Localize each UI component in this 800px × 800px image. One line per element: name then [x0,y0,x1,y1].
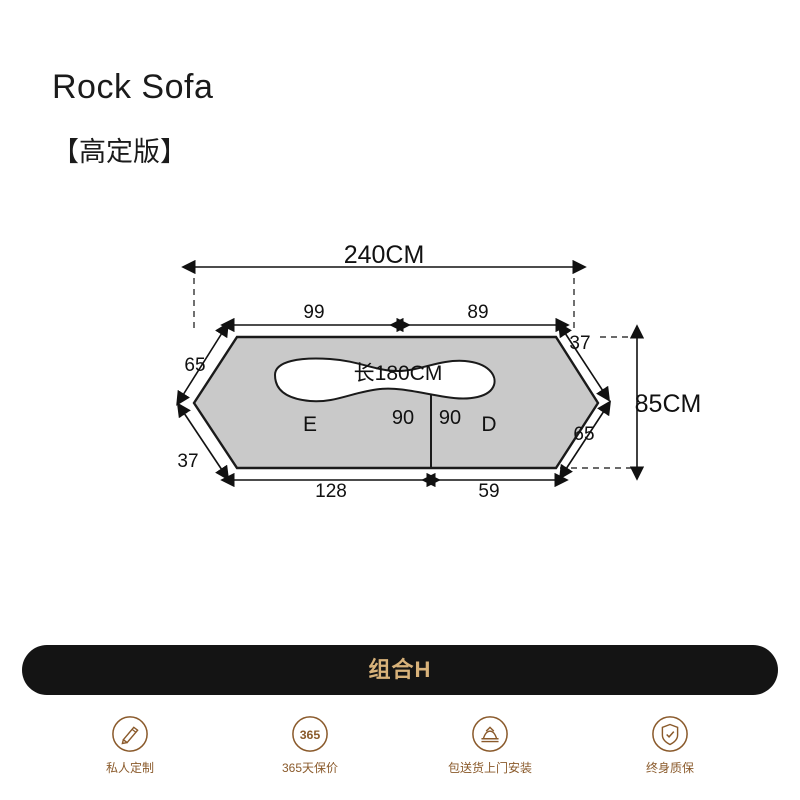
label-total-width: 240CM [344,241,425,269]
feature-label: 私人定制 [105,761,154,775]
lifetime-warranty-icon [652,716,688,752]
365-price-protection-icon: 365 [292,716,328,752]
feature-item: 365 365天保价 [235,715,385,776]
feature-label: 包送货上门安装 [447,761,532,775]
sofa-dimension-diagram: 240CM 85CM 99 89 128 59 65 37 37 65 长180… [0,215,800,545]
feature-item: 终身质保 [595,715,745,776]
label-right-lower-diagonal: 65 [573,424,594,445]
svg-text:365: 365 [300,728,321,742]
dimension-right-diagonals [557,322,612,480]
free-delivery-install-icon [472,716,508,752]
label-bottom-right-segment: 59 [478,481,499,502]
custom-tailor-icon [112,716,148,752]
label-piece-d: D [481,413,496,436]
label-piece-e: E [303,413,317,436]
page-title: Rock Sofa [52,68,214,106]
feature-item: 私人定制 [55,715,205,776]
label-top-right-segment: 89 [467,302,488,323]
label-total-height: 85CM [635,390,702,418]
feature-label: 终身质保 [645,761,694,775]
label-right-upper-diagonal: 37 [569,333,590,354]
feature-badges: 私人定制 365 365天保价 包送货上门安装 [0,715,800,790]
page-subtitle: 【高定版】 [52,137,187,167]
label-inner-cushion: 长180CM [354,362,443,385]
sofa-outline-shape [192,335,600,470]
label-center-left: 90 [392,407,414,429]
label-left-upper-diagonal: 65 [184,355,205,376]
label-center-right: 90 [439,407,461,429]
label-top-left-segment: 99 [303,302,324,323]
combination-banner: 组合H [22,645,778,695]
combination-banner-label: 组合H [368,657,432,682]
dimension-total-width [181,259,587,333]
label-bottom-left-segment: 128 [315,481,347,502]
dimension-left-diagonals [176,322,230,481]
feature-item: 包送货上门安装 [415,715,565,776]
label-left-lower-diagonal: 37 [177,451,198,472]
feature-label: 365天保价 [281,761,339,775]
